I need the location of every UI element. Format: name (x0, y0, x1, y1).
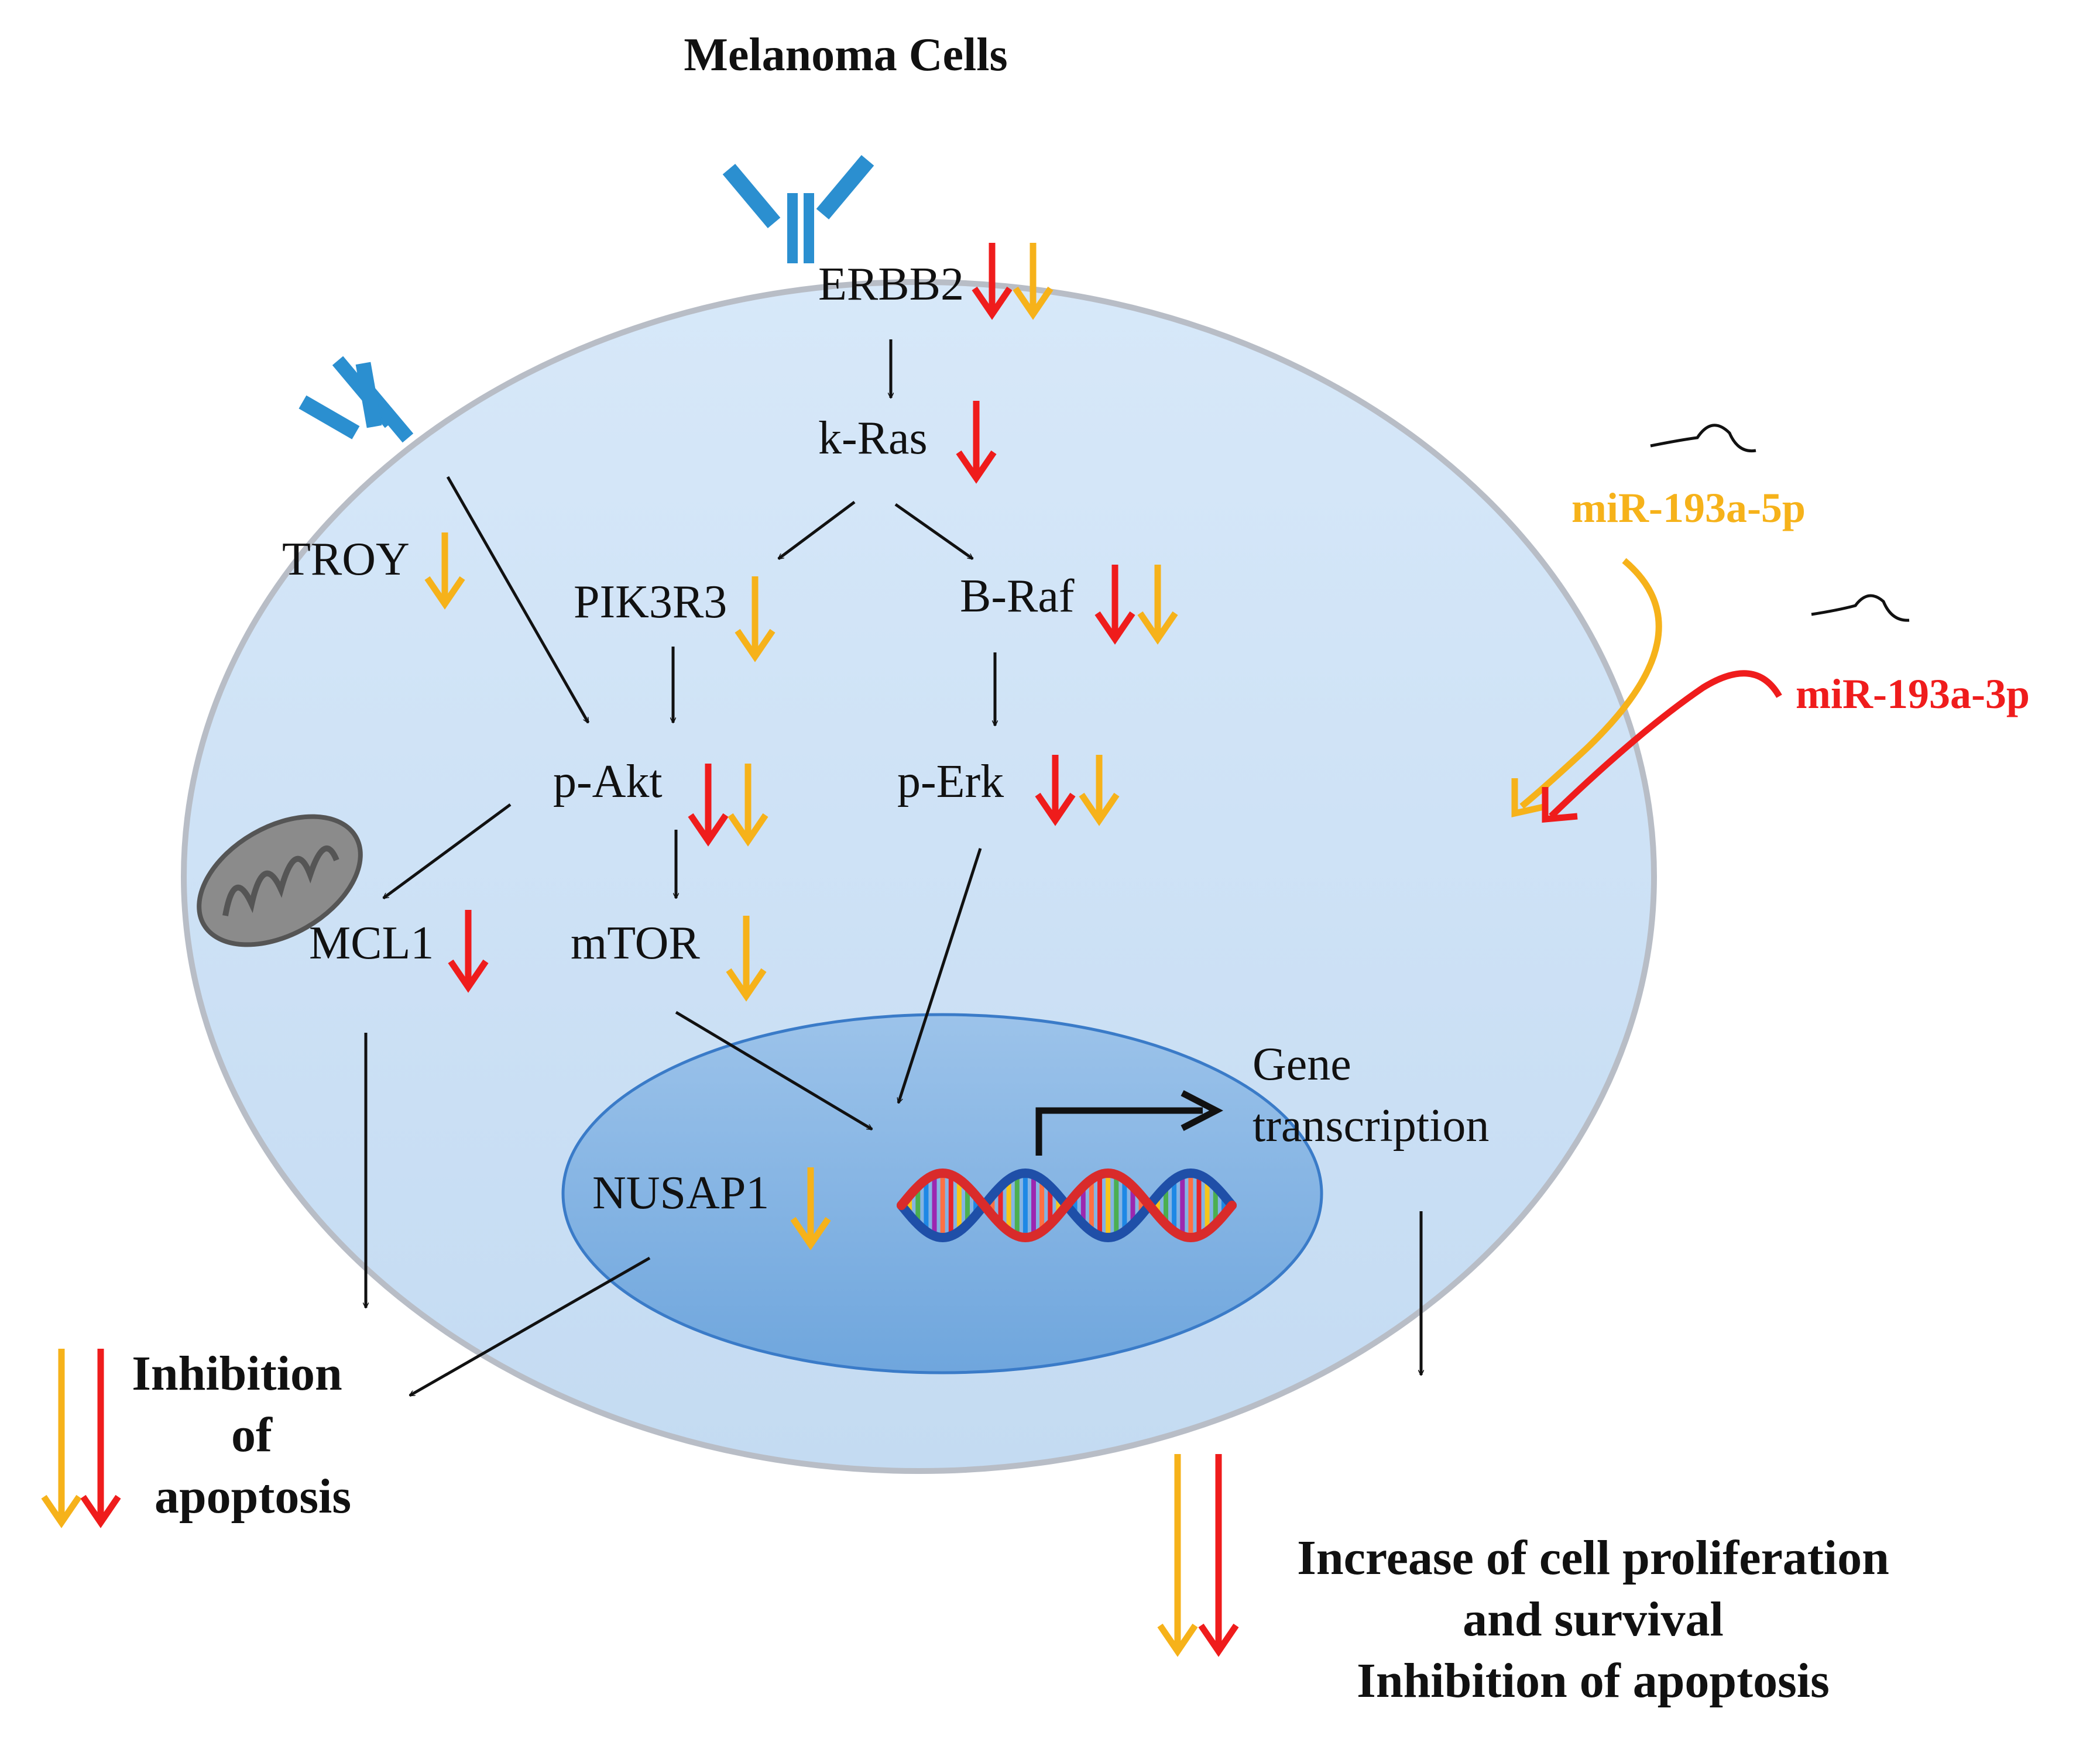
receptor-icon (298, 356, 414, 443)
mitochondrion-icon (197, 814, 363, 947)
down-arrow-mtor-orange (726, 916, 767, 1002)
node-braf: B-Raf (960, 570, 1075, 622)
transcription-arrow-icon (1035, 1090, 1223, 1156)
down-arrow-braf-red (1094, 565, 1135, 645)
node-perk: p-Erk (897, 756, 1004, 807)
mirna-3p-strand-icon (1811, 594, 1910, 622)
node-pakt: p-Akt (553, 756, 663, 807)
down-arrow-erbb2-orange (1013, 243, 1054, 320)
node-pik3r3: PIK3R3 (574, 576, 727, 628)
node-troy: TROY (282, 534, 410, 585)
outcome-apoptosis-line3: apoptosis (155, 1469, 351, 1524)
node-nusap1: NUSAP1 (592, 1167, 769, 1219)
node-erbb2: ERBB2 (818, 259, 964, 310)
outcome-proliferation-line3: Inhibition of apoptosis (1357, 1654, 1830, 1708)
dna-strand (897, 1168, 1237, 1243)
outcome-proliferation-line2: and survival (1463, 1592, 1724, 1647)
diagram-title: Melanoma Cells (684, 29, 1007, 81)
down-arrow-troy-orange (424, 532, 465, 610)
gene-label-line1: Gene (1253, 1039, 1351, 1090)
receptor-icon (722, 155, 874, 263)
down-arrow-apoptosis-red (80, 1349, 121, 1528)
mirna-5p-strand-icon (1650, 424, 1756, 453)
down-arrow-perk-red (1035, 755, 1076, 826)
mirna-3p-label: miR-193a-3p (1796, 671, 2030, 717)
outcome-apoptosis-line2: of (231, 1408, 273, 1462)
down-arrow-braf-orange (1137, 565, 1178, 645)
down-arrow-pik3r3-orange (735, 576, 776, 662)
node-mcl1: MCL1 (309, 917, 434, 969)
dna-icon (897, 1168, 1237, 1243)
down-arrow-pakt-red (688, 764, 729, 847)
down-arrow-nusap1-orange (790, 1167, 831, 1250)
mirna-3p-arrow (1542, 670, 1782, 823)
down-arrow-erbb2-red (972, 243, 1013, 320)
down-arrow-apoptosis-orange (41, 1349, 82, 1528)
node-kras: k-Ras (818, 413, 928, 464)
outcome-apoptosis-line1: Inhibition (132, 1346, 342, 1401)
signaling-arrows (366, 339, 1421, 1397)
down-arrow-perk-orange (1079, 755, 1120, 826)
down-arrow-prolif-orange (1157, 1454, 1198, 1657)
gene-label-line2: transcription (1253, 1100, 1489, 1152)
down-arrow-kras-red (956, 401, 997, 484)
down-arrow-prolif-red (1198, 1454, 1239, 1657)
outcome-proliferation-line1: Increase of cell proliferation (1297, 1531, 1889, 1585)
node-mtor: mTOR (571, 917, 700, 969)
downregulation-arrows (41, 243, 1239, 1657)
mirna-5p-label: miR-193a-5p (1571, 484, 1806, 531)
down-arrow-mcl1-red (448, 910, 489, 993)
down-arrow-pakt-orange (728, 764, 768, 847)
